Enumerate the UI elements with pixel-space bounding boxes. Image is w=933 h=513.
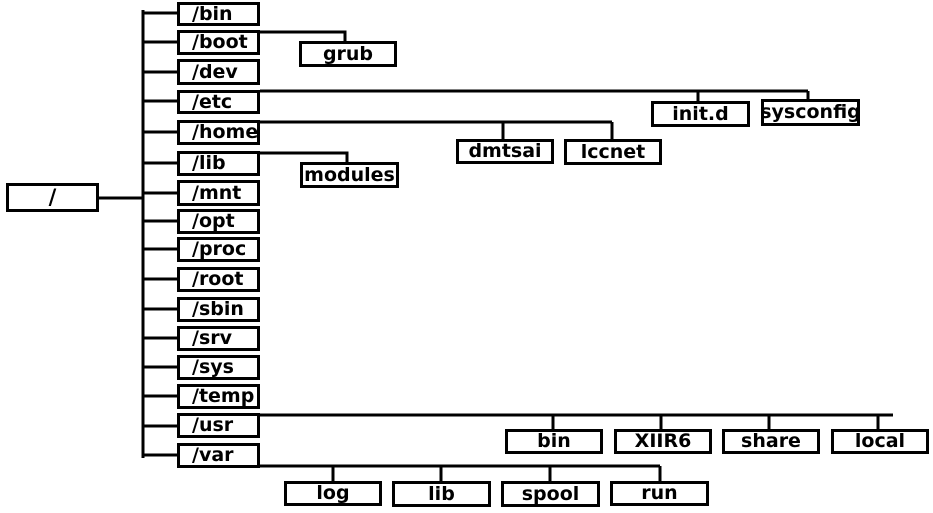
dir-dev: /dev [177,59,260,85]
dir-modules: modules [300,162,399,188]
dir-sys: /sys [177,355,260,380]
connector-lib-modules [260,151,349,163]
dir-var-lib: lib [392,481,491,507]
dir-usr-share: share [722,429,820,454]
dir-opt: /opt [177,209,260,234]
dir-var-spool: spool [501,481,600,507]
dir-usr-xiir6: XIIR6 [614,429,712,454]
dir-var-run: run [610,481,709,506]
root-node: / [6,183,99,212]
dir-temp: /temp [177,384,260,409]
dir-root: /root [177,267,260,292]
dir-var: /var [177,443,260,468]
dir-var-log: log [284,481,382,506]
dir-lib: /lib [177,151,260,176]
dir-bin: /bin [177,2,260,26]
dir-srv: /srv [177,326,260,351]
dir-usr-bin: bin [505,429,603,454]
dir-boot: /boot [177,30,260,55]
dir-grub: grub [299,41,397,67]
dir-usr-local: local [831,429,929,454]
dir-sbin: /sbin [177,297,260,322]
dir-dmtsai: dmtsai [456,139,554,164]
dir-lccnet: lccnet [564,139,662,165]
dir-sysconfig: sysconfig [761,99,860,126]
dir-etc: /etc [177,90,260,114]
dir-mnt: /mnt [177,180,260,206]
dir-init-d: init.d [651,101,750,127]
connector-boot-grub [259,30,347,42]
dir-home: /home [177,120,260,145]
dir-usr: /usr [177,413,260,438]
dir-proc: /proc [177,237,260,262]
